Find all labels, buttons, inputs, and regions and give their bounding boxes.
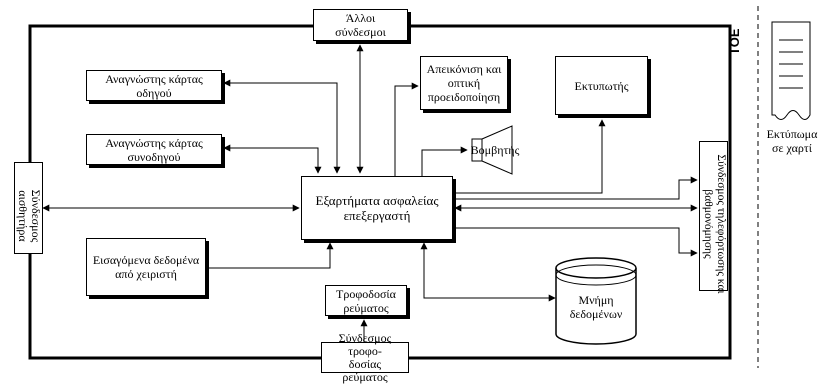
buzzer-label: Βομβητής [470, 143, 520, 157]
calibration-connector-label: Σύνδεσμος τηλεφόρτωσης και βαθμονόμησης [702, 154, 727, 294]
driver-card-reader-box: Αναγνώστης κάρτας οδηγού [86, 70, 222, 101]
arrow-driver-reader [223, 79, 341, 174]
arrow-memory [420, 242, 556, 302]
other-connectors-box: Άλλοι σύνδεσμοι [313, 9, 408, 41]
sensor-connector-box: Σύνδεσμος αισθητήρα [14, 162, 43, 254]
memory-label: Μνήμη δεδομένων [569, 293, 623, 321]
manual-input-box: Εισαγόμενα δεδομένα από χειριστή [86, 238, 206, 296]
memory-cylinder-band [555, 264, 637, 286]
memory-cylinder [555, 268, 637, 345]
arrow-display [394, 82, 419, 176]
arrow-calibration-lower [455, 227, 698, 257]
printout-label: Εκτύπωμα σε χαρτί [766, 127, 818, 155]
arrow-printer [453, 119, 606, 194]
arrow-buzzer [421, 146, 468, 176]
printout-document-icon [771, 21, 811, 120]
power-connector-box: Σύνδεσμος τροφο- δοσίας ρεύματος [321, 331, 409, 383]
buzzer-horn [481, 125, 513, 175]
power-supply-box: Τροφοδοσία ρεύματος [325, 285, 407, 316]
sensor-connector-label: Σύνδεσμος αισθητήρα [16, 189, 43, 243]
block-diagram: Άλλοι σύνδεσμοι Αναγνώστης κάρτας οδηγού… [14, 6, 818, 383]
printer-box: Εκτυπωτής [555, 56, 648, 115]
processor-box: Εξαρτήματα ασφαλείας επεξεργαστή [301, 176, 453, 240]
arrow-calibration-upper [455, 176, 698, 200]
toe-label: ΤΟΕ [727, 28, 742, 56]
arrow-manual-input [207, 242, 334, 269]
calibration-connector-box: Σύνδεσμος τηλεφόρτωσης και βαθμονόμησης [699, 141, 728, 294]
memory-cylinder-top [555, 257, 637, 279]
arrow-codriver-reader [223, 144, 322, 174]
codriver-card-reader-box: Αναγνώστης κάρτας συνοδηγού [86, 134, 222, 165]
display-warning-box: Απεικόνιση και οπτική προειδοποίηση [420, 56, 508, 110]
